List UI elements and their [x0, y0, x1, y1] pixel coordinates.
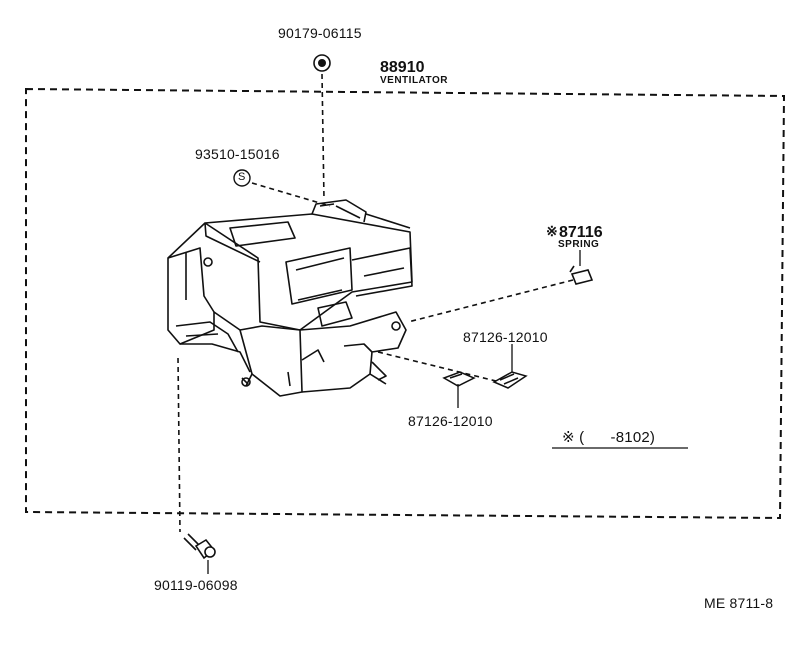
- assembly-part-number: 88910: [380, 59, 425, 76]
- figure-code: ME 8711-8: [704, 595, 774, 611]
- ventilator-unit-drawing: [167, 199, 413, 397]
- note-range: ※ ( -8102): [562, 429, 656, 446]
- leader-clips: [377, 351, 501, 383]
- leader-spring: [407, 279, 574, 323]
- clip-right-part-number: 87126-12010: [463, 329, 548, 345]
- clip-right-icon: [492, 371, 528, 389]
- bolt-icon: [183, 533, 216, 560]
- spring-clip-icon: [569, 265, 594, 285]
- leader-screw-s: [251, 182, 331, 207]
- label-leaders: [207, 250, 581, 574]
- nut-icon: [313, 54, 331, 72]
- screw-s-icon: [233, 169, 251, 187]
- clip-left-part-number: 87126-12010: [408, 413, 493, 429]
- spring-part-number: 87116: [559, 224, 603, 241]
- screw-part-number: 93510-15016: [195, 146, 280, 162]
- clip-left-icon: [442, 371, 476, 387]
- leader-bolt-bottom: [177, 357, 181, 533]
- leader-nut-top: [321, 73, 325, 201]
- assembly-boundary: [25, 87, 786, 520]
- assembly-name: VENTILATOR: [380, 75, 448, 86]
- spring-mark: ※: [546, 223, 558, 239]
- spring-name: SPRING: [558, 239, 600, 250]
- leader-lines: [177, 73, 574, 533]
- screw-s-symbol: S: [238, 171, 246, 183]
- nut-part-number: 90179-06115: [278, 25, 362, 41]
- bolt-part-number: 90119-06098: [154, 577, 238, 593]
